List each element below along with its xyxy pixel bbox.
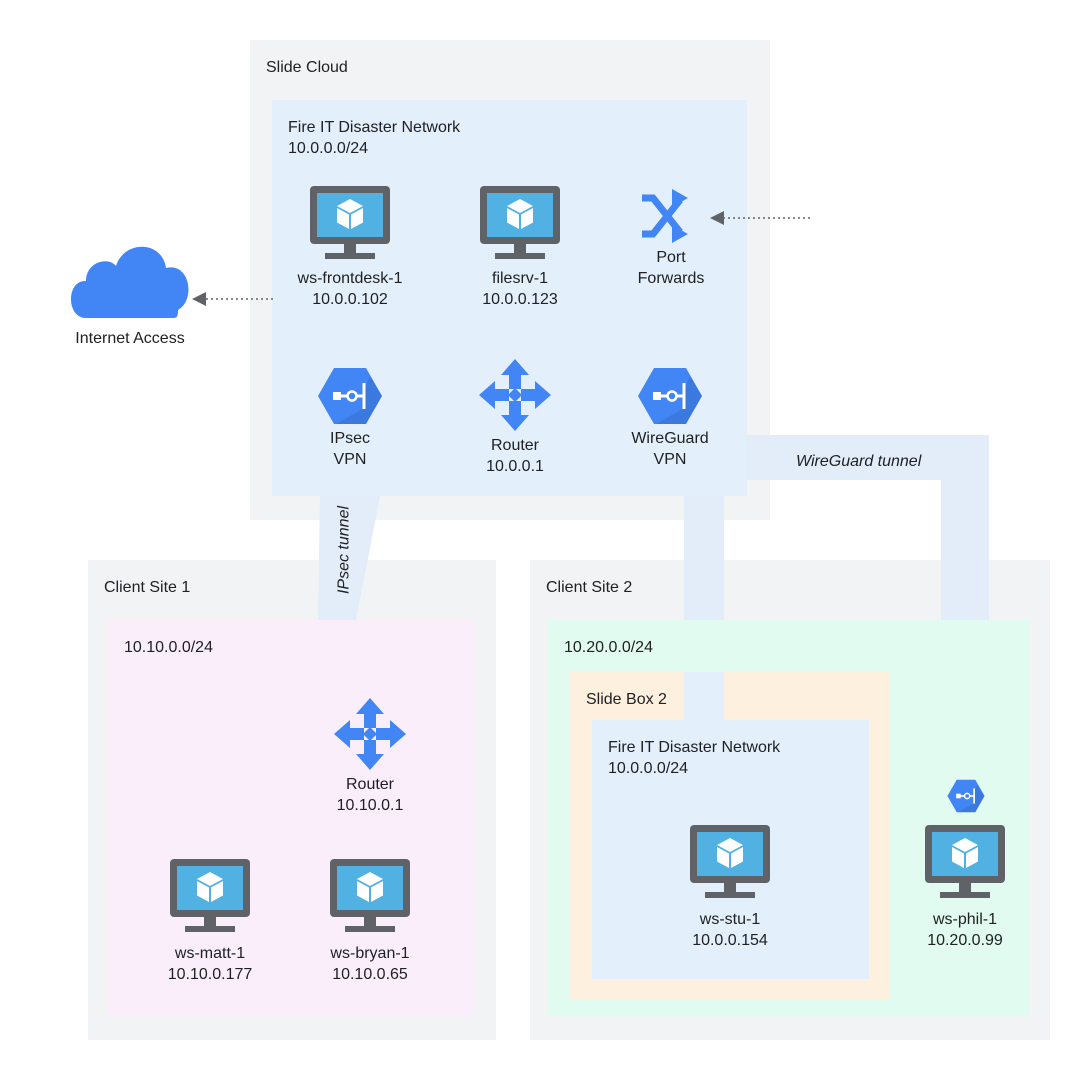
port-forwards-label-2: Forwards	[637, 270, 705, 287]
wireguard-vpn-label-1: WireGuard	[631, 430, 709, 447]
arrow-left-icon	[192, 292, 206, 306]
cloud-icon	[71, 246, 189, 318]
slidebox-tunnel-band	[684, 672, 724, 720]
slide-box-2-label: Slide Box 2	[586, 691, 667, 708]
ws-matt-computer-icon	[170, 859, 250, 932]
ws-stu-ip: 10.0.0.154	[692, 932, 768, 949]
ws-matt-name: ws-matt-1	[174, 945, 246, 962]
box-network-name: Fire IT Disaster Network	[608, 739, 781, 756]
ws-phil-computer-icon	[925, 825, 1005, 898]
ws-phil-ip: 10.20.0.99	[927, 932, 1003, 949]
ws-bryan-ip: 10.10.0.65	[332, 966, 408, 983]
cloud-router-ip: 10.0.0.1	[486, 458, 544, 475]
client-site-2-label: Client Site 2	[546, 579, 633, 596]
client-site-1-label: Client Site 1	[104, 579, 191, 596]
ws-stu-computer-icon	[690, 825, 770, 898]
site1-network-panel	[108, 620, 473, 1016]
ws-bryan-computer-icon	[330, 859, 410, 932]
phil-vpn-icon	[946, 778, 986, 814]
cloud-network-name: Fire IT Disaster Network	[288, 119, 461, 136]
slide-cloud-label: Slide Cloud	[266, 59, 348, 76]
filesrv-ip: 10.0.0.123	[482, 291, 558, 308]
filesrv-computer-icon	[480, 186, 560, 259]
box-network-cidr: 10.0.0.0/24	[608, 760, 689, 777]
filesrv-name: filesrv-1	[491, 270, 549, 287]
ipsec-vpn-label-2: VPN	[333, 451, 367, 468]
wireguard-vpn-icon	[636, 366, 704, 426]
ws-stu-name: ws-stu-1	[699, 911, 761, 928]
ipsec-tunnel-band	[318, 496, 380, 620]
cloud-network-panel	[272, 100, 747, 496]
arrow-left-icon	[710, 211, 724, 225]
site1-router-name: Router	[345, 776, 395, 793]
internet-label: Internet Access	[75, 330, 185, 347]
site1-cidr: 10.10.0.0/24	[124, 639, 213, 656]
cloud-router-icon	[479, 359, 551, 431]
ipsec-vpn-icon	[316, 366, 384, 426]
port-forwards-label-1: Port	[656, 249, 686, 266]
cloud-network-cidr: 10.0.0.0/24	[288, 140, 369, 157]
site2-cidr: 10.20.0.0/24	[564, 639, 653, 656]
ipsec-vpn-label-1: IPsec	[329, 430, 371, 447]
ws-bryan-name: ws-bryan-1	[330, 945, 410, 962]
shuffle-icon	[642, 189, 688, 243]
ws-frontdesk-ip: 10.0.0.102	[312, 291, 388, 308]
site1-router-ip: 10.10.0.1	[336, 797, 404, 814]
ws-matt-ip: 10.10.0.177	[167, 966, 253, 983]
cloud-router-name: Router	[490, 437, 540, 454]
site1-router-icon	[334, 698, 406, 770]
ws-frontdesk-name: ws-frontdesk-1	[297, 270, 403, 287]
ws-frontdesk-computer-icon	[310, 186, 390, 259]
wireguard-vpn-label-2: VPN	[653, 451, 687, 468]
wireguard-tunnel-label: WireGuard tunnel	[796, 453, 922, 470]
ws-phil-name: ws-phil-1	[932, 911, 998, 928]
